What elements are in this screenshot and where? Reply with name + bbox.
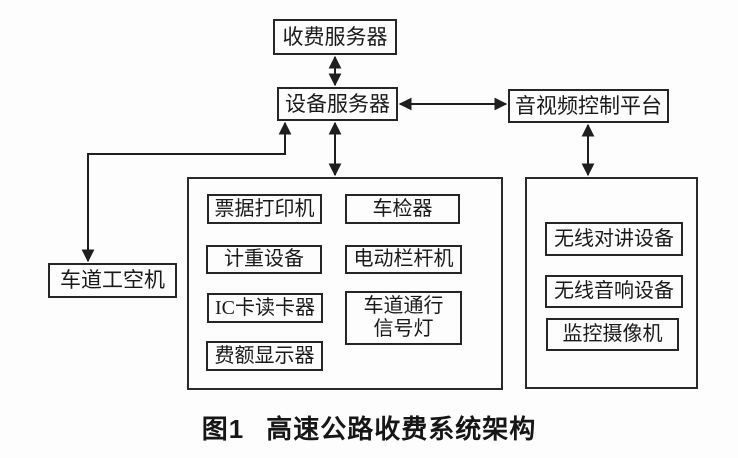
- figure-caption: 图1 高速公路收费系统架构: [0, 406, 738, 448]
- node-device-server: 设备服务器: [277, 87, 398, 121]
- node-ticket-printer: 票据打印机: [207, 194, 322, 224]
- node-fee-display: 费额显示器: [206, 341, 323, 371]
- node-wireless-intercom: 无线对讲设备: [545, 222, 683, 256]
- node-wireless-audio: 无线音响设备: [545, 275, 683, 308]
- figure-title: 高速公路收费系统架构: [266, 413, 537, 444]
- figure-number: 图1: [201, 413, 245, 444]
- node-monitor-camera: 监控摄像机: [546, 318, 679, 351]
- node-ic-card-reader: IC卡读卡器: [207, 293, 323, 323]
- node-vehicle-detector: 车检器: [345, 194, 460, 224]
- node-av-control-platform: 音视频控制平台: [508, 89, 669, 123]
- node-electric-barrier: 电动栏杆机: [345, 245, 462, 274]
- node-weighing-equipment: 计重设备: [206, 245, 322, 274]
- node-lane-signal-light: 车道通行 信号灯: [345, 291, 462, 345]
- node-lane-computer: 车道工空机: [48, 263, 177, 298]
- node-toll-server: 收费服务器: [273, 19, 397, 55]
- av-equipment-group: [525, 177, 698, 389]
- lane-equipment-group: [187, 177, 503, 390]
